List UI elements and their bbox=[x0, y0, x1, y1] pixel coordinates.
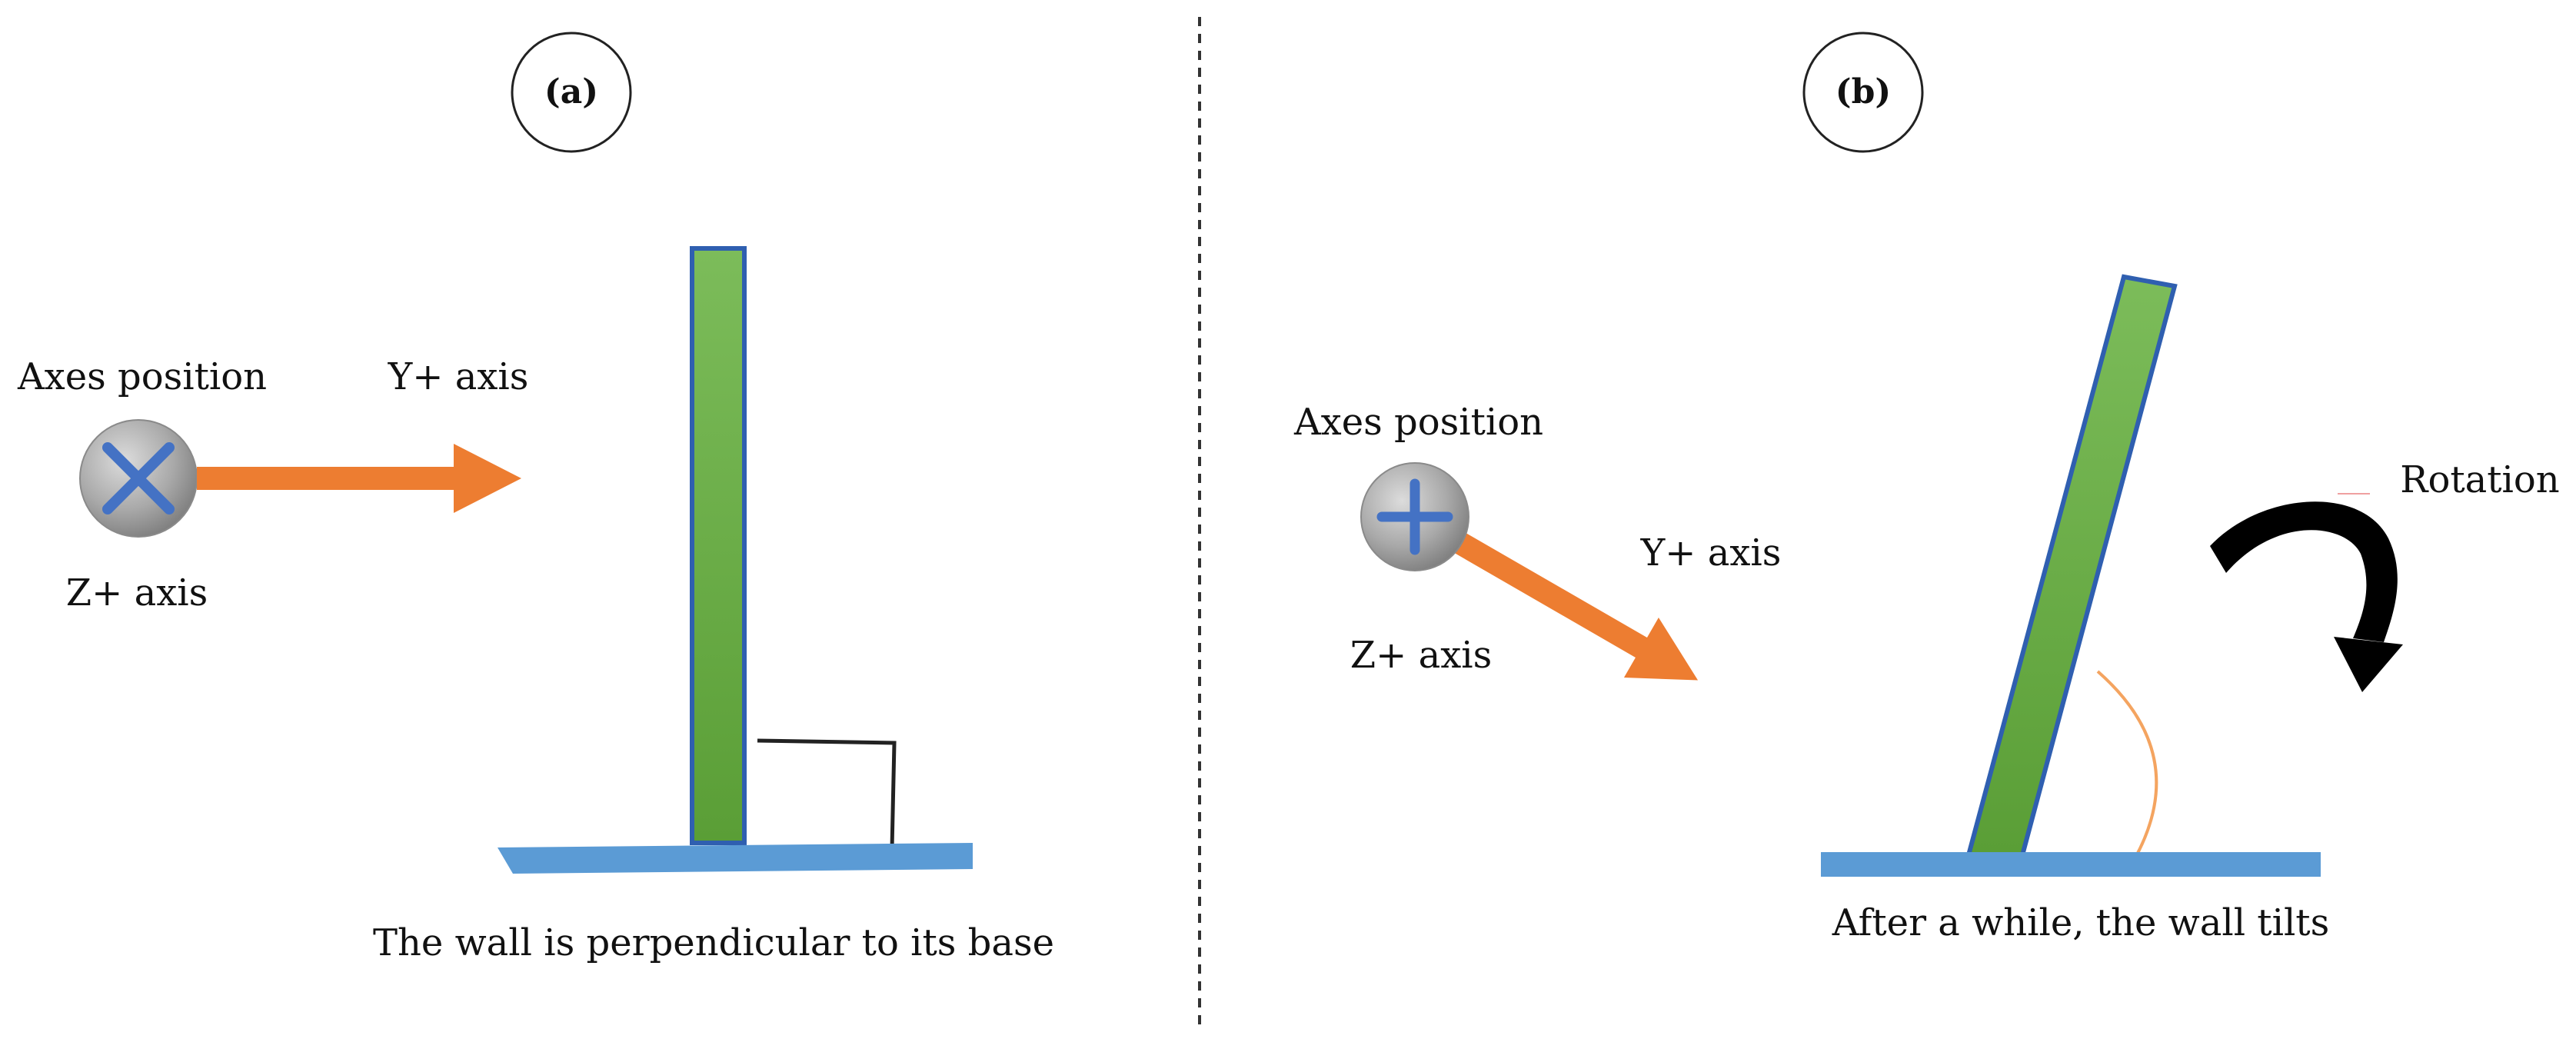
panel-b-marker-circle bbox=[1802, 32, 1924, 153]
y-axis-arrow bbox=[197, 444, 521, 513]
axes-cross-icon bbox=[1360, 462, 1469, 571]
panel-a-y-axis-label: Y+ axis bbox=[388, 355, 529, 398]
panel-b-caption: After a while, the wall tilts bbox=[1832, 901, 2329, 944]
axes-cross-icon bbox=[79, 419, 198, 538]
panel-a-axes-position-label: Axes position bbox=[17, 355, 267, 398]
panel-b-axes-position-label: Axes position bbox=[1293, 401, 1543, 444]
panel-a-z-axis-label: Z+ axis bbox=[66, 571, 208, 614]
panel-a: (a) Axes position Y+ axis Z+ axis The wa… bbox=[17, 32, 1054, 964]
vertical-wall bbox=[690, 246, 747, 845]
wall-base bbox=[1821, 852, 2321, 877]
panel-b-z-axis-label: Z+ axis bbox=[1350, 634, 1493, 677]
panel-b-marker: (b) bbox=[1835, 72, 1891, 112]
rotation-label: Rotation bbox=[2400, 458, 2559, 501]
panel-b-y-axis-label: Y+ axis bbox=[1640, 531, 1782, 574]
y-axis-arrow-tilted bbox=[1409, 507, 1699, 681]
panel-a-marker: (a) bbox=[544, 72, 598, 112]
panel-b: (b) Axes position Y+ axis Z+ axis Rotati… bbox=[1293, 32, 2560, 944]
tilted-wall bbox=[1965, 274, 2178, 858]
curved-arrow-icon bbox=[2210, 501, 2403, 692]
tilt-angle-arc bbox=[2096, 670, 2158, 858]
right-angle-marker bbox=[757, 738, 897, 849]
panel-a-marker-circle bbox=[511, 32, 632, 153]
wall-base bbox=[498, 843, 973, 874]
panel-a-caption: The wall is perpendicular to its base bbox=[373, 921, 1054, 964]
